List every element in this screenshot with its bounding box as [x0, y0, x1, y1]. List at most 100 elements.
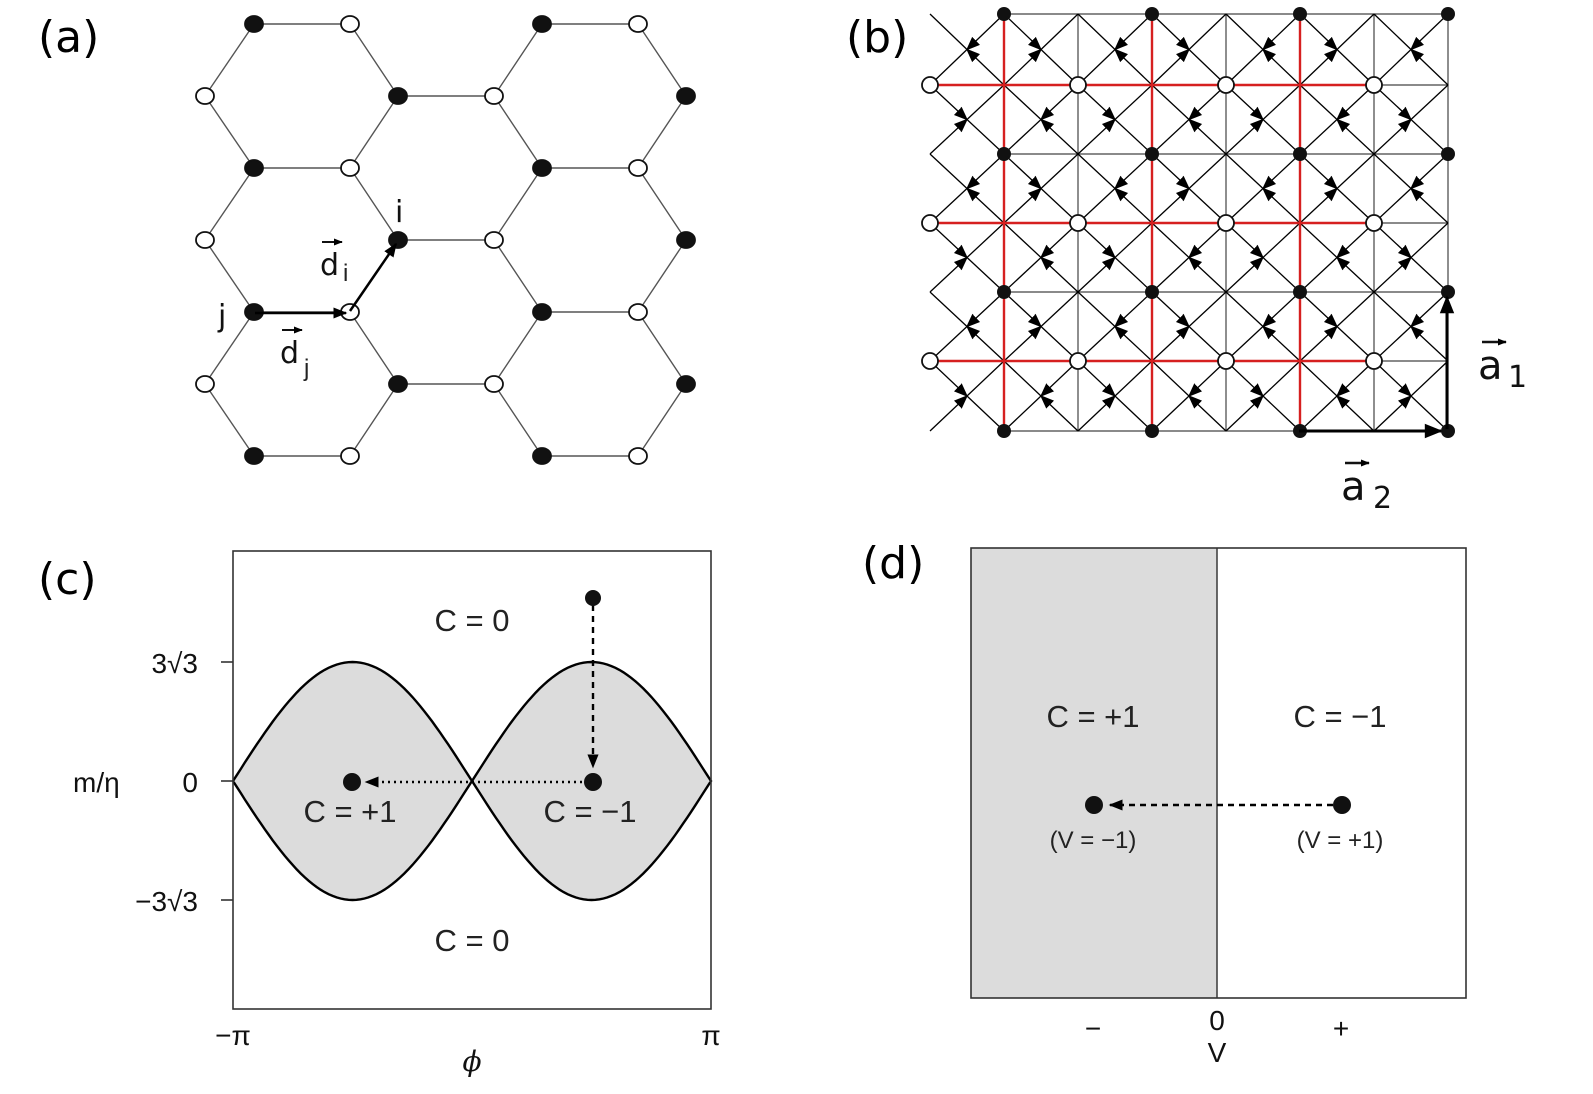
site-open — [340, 159, 360, 177]
site-open — [195, 375, 215, 393]
diagonal-bond — [1003, 119, 1042, 155]
lattice-red-bonds — [930, 14, 1374, 431]
diagonal-bond-arrow — [1113, 153, 1153, 190]
diagonal-bond — [1114, 395, 1153, 432]
site-filled — [388, 375, 408, 393]
diagonal-bond-arrow — [1039, 256, 1079, 293]
site-filled — [997, 424, 1011, 438]
diagonal-bond-arrow — [1335, 256, 1375, 293]
diagonal-bond — [966, 395, 1005, 432]
diagonal-bond-arrow — [1113, 291, 1153, 328]
site-filled — [244, 15, 264, 33]
diagonal-bond-arrow — [1261, 153, 1301, 190]
ytick-zero: 0 — [182, 767, 198, 798]
diagonal-bond — [1077, 153, 1116, 189]
diagonal-bond — [1077, 291, 1116, 327]
site-filled — [1293, 285, 1307, 299]
site-filled — [997, 147, 1011, 161]
shaded-region — [971, 548, 1217, 998]
honeycomb-bond — [637, 311, 687, 385]
diagonal-bond — [1373, 13, 1412, 50]
x-axis-label: ϕ — [462, 1045, 481, 1078]
site-open — [1365, 214, 1383, 232]
site-filled — [532, 159, 552, 177]
diagonal-bond — [1188, 153, 1227, 189]
vector-dj-symbol: d — [280, 336, 299, 371]
diagonal-bond — [1299, 222, 1338, 258]
site-open — [1217, 76, 1235, 94]
diagonal-bond-arrow — [1151, 187, 1191, 224]
honeycomb-bond — [493, 167, 543, 241]
diagonal-bond — [1410, 360, 1449, 397]
site-filled — [676, 375, 696, 393]
vector-a1-symbol: a — [1478, 343, 1503, 389]
diagonal-bond — [1410, 222, 1449, 258]
point-left-label: (V = −1) — [1050, 827, 1137, 854]
honeycomb-bond — [637, 239, 687, 313]
diagonal-bond — [1410, 84, 1449, 120]
diagonal-bond-arrow — [1373, 256, 1413, 293]
diagonal-bond-arrow — [965, 291, 1005, 328]
diagonal-bond-arrow — [1299, 291, 1339, 328]
diagonal-bond-arrow — [1225, 118, 1265, 155]
start-point — [585, 590, 601, 606]
diagonal-bond-arrow — [1261, 291, 1301, 328]
vector-di-label: d i — [320, 238, 348, 287]
region-right-label: C = −1 — [1293, 699, 1386, 734]
diagonal-bond — [1299, 395, 1338, 432]
honeycomb-bond — [204, 311, 255, 385]
honeycomb-bond — [637, 95, 687, 169]
site-open — [921, 76, 939, 94]
diagonal-bond — [1262, 222, 1301, 258]
site-open — [628, 447, 648, 465]
diagonal-bond — [1262, 360, 1301, 397]
diagonal-bond — [1225, 13, 1264, 50]
honeycomb-bond — [349, 167, 399, 241]
diagonal-bond — [1114, 360, 1153, 397]
diagonal-bond-arrow — [929, 256, 969, 293]
site-open — [1217, 352, 1235, 370]
lattice-diagonal-arrows — [929, 13, 1449, 432]
diagonal-bond-arrow — [1187, 395, 1227, 432]
vector-a1-label: a 1 — [1478, 338, 1527, 395]
panel-c-label: (c) — [38, 554, 97, 605]
site-filled — [997, 7, 1011, 21]
diagonal-bond-arrow — [1373, 118, 1413, 155]
site-filled — [244, 159, 264, 177]
diagonal-bond-arrow — [1409, 48, 1449, 86]
honeycomb-bonds — [204, 23, 687, 457]
honeycomb-bond — [637, 383, 687, 457]
diagonal-bond-arrow — [1113, 13, 1153, 51]
site-open — [484, 375, 504, 393]
diagonal-bond — [966, 360, 1005, 397]
region-right-lobe-label: C = −1 — [543, 794, 636, 829]
panel-d-frame — [970, 547, 1467, 999]
diagonal-bond — [929, 291, 968, 327]
diagonal-bond-arrow — [1003, 291, 1043, 328]
diagonal-bond-arrow — [1187, 118, 1227, 155]
site-filled — [1145, 424, 1159, 438]
site-filled — [532, 15, 552, 33]
point-right-label: (V = +1) — [1297, 827, 1384, 854]
honeycomb-bond — [493, 383, 543, 457]
honeycomb-bond — [637, 167, 687, 241]
panel-a-honeycomb: (a) i j d i d j — [38, 12, 696, 465]
vector-a2-symbol: a — [1341, 464, 1366, 510]
panel-d-phase-diagram: (d) C = +1 C = −1 (V = −1) (V = +1) − 0 … — [862, 538, 1467, 1068]
diagonal-bond-arrow — [1335, 118, 1375, 155]
diagonal-bond — [1114, 84, 1153, 120]
site-open — [921, 352, 939, 370]
honeycomb-bond — [493, 239, 543, 313]
honeycomb-bond — [493, 95, 543, 169]
vector-a2-label: a 2 — [1341, 459, 1392, 516]
site-open — [628, 15, 648, 33]
diagonal-bond-arrow — [1003, 187, 1043, 224]
site-j-label: j — [217, 299, 226, 334]
site-open — [484, 87, 504, 105]
diagonal-bond — [929, 13, 968, 50]
site-filled — [1145, 147, 1159, 161]
diagonal-bond-arrow — [1003, 13, 1043, 51]
diagonal-bond-arrow — [1261, 187, 1301, 224]
honeycomb-bond — [349, 311, 399, 385]
diagonal-bond — [1114, 222, 1153, 258]
